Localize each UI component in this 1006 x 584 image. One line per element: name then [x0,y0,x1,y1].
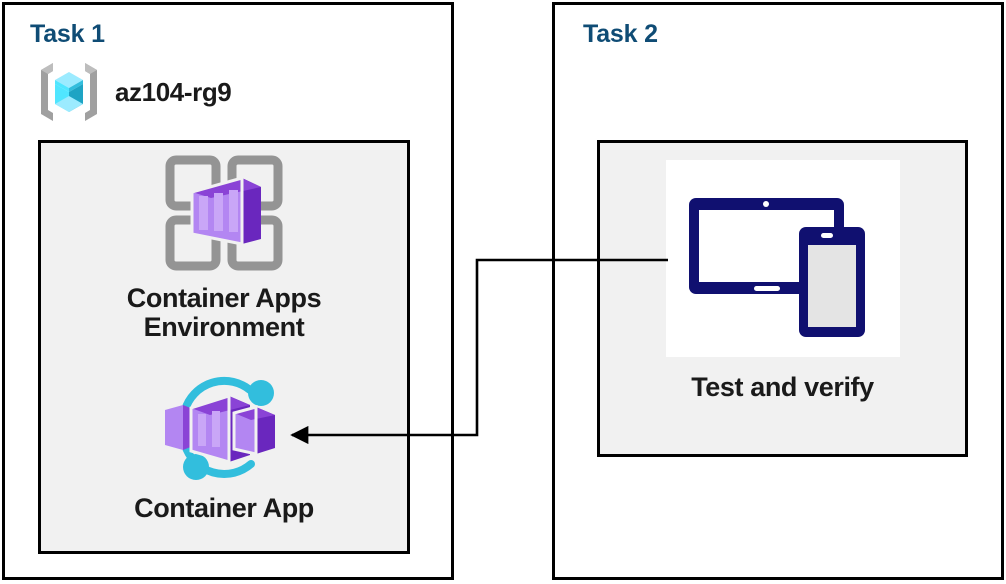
node-container-apps-environment[interactable]: Container Apps Environment [38,152,410,342]
resource-group-row: az104-rg9 [33,58,232,126]
devices-tablet-phone-icon [665,160,900,357]
node-label-container-app: Container App [134,493,314,523]
node-label-container-apps-environment: Container Apps Environment [126,283,322,342]
node-label-test-and-verify: Test and verify [691,372,874,402]
resource-group-icon [33,58,105,126]
container-apps-environment-icon [162,152,286,274]
container-app-icon [155,372,293,482]
task-1-title: Task 1 [30,20,105,48]
task-2-title: Task 2 [583,20,658,48]
resource-group-name: az104-rg9 [115,76,232,107]
node-container-app[interactable]: Container App [38,372,410,523]
node-test-and-verify[interactable]: Test and verify [597,160,968,402]
